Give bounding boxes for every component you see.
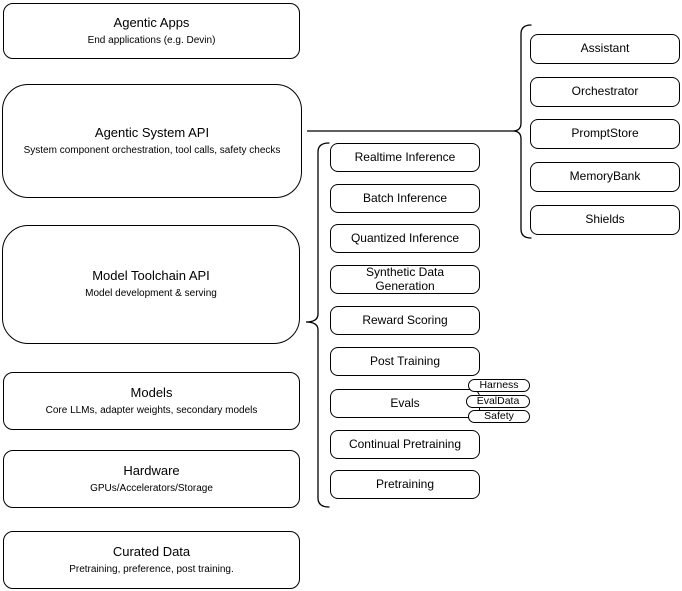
layer-title: Agentic Apps: [113, 14, 190, 30]
toolchain-node-evals: Evals: [330, 389, 480, 418]
layer-model-toolchain-api: Model Toolchain API Model development & …: [2, 225, 300, 344]
layer-subtitle: Model development & serving: [85, 288, 217, 300]
layer-subtitle: Pretraining, preference, post training.: [69, 563, 234, 575]
toolchain-node-quantized-inference: Quantized Inference: [330, 224, 480, 253]
eval-tag-harness: Harness: [468, 379, 530, 392]
layer-subtitle: End applications (e.g. Devin): [87, 34, 216, 46]
eval-tag-evaldata: EvalData: [466, 395, 530, 408]
layer-title: Model Toolchain API: [92, 268, 210, 284]
layer-title: Agentic System API: [94, 124, 210, 140]
layer-subtitle: GPUs/Accelerators/Storage: [90, 482, 213, 494]
toolchain-node-synthetic-data-generation: Synthetic Data Generation: [330, 265, 480, 294]
component-promptstore: PromptStore: [530, 119, 680, 149]
component-memorybank: MemoryBank: [530, 162, 680, 192]
components-brace-icon: [512, 24, 532, 239]
toolchain-brace-icon: [305, 142, 330, 508]
toolchain-node-realtime-inference: Realtime Inference: [330, 143, 480, 172]
component-orchestrator: Orchestrator: [530, 77, 680, 107]
layer-title: Models: [130, 384, 173, 400]
component-assistant: Assistant: [530, 34, 680, 64]
layer-agentic-apps: Agentic Apps End applications (e.g. Devi…: [3, 3, 300, 59]
toolchain-node-continual-pretraining: Continual Pretraining: [330, 430, 480, 459]
component-shields: Shields: [530, 205, 680, 235]
layer-subtitle: Core LLMs, adapter weights, secondary mo…: [45, 404, 258, 416]
toolchain-node-pretraining: Pretraining: [330, 470, 480, 499]
layer-curated-data: Curated Data Pretraining, preference, po…: [3, 531, 300, 589]
toolchain-node-reward-scoring: Reward Scoring: [330, 306, 480, 335]
layer-models: Models Core LLMs, adapter weights, secon…: [3, 372, 300, 430]
layer-agentic-system-api: Agentic System API System component orch…: [2, 84, 302, 198]
eval-tag-safety: Safety: [468, 410, 530, 423]
layer-title: Hardware: [123, 462, 180, 478]
toolchain-node-batch-inference: Batch Inference: [330, 184, 480, 213]
layer-hardware: Hardware GPUs/Accelerators/Storage: [3, 450, 300, 508]
toolchain-node-post-training: Post Training: [330, 347, 480, 376]
layer-subtitle: System component orchestration, tool cal…: [23, 144, 281, 156]
layer-title: Curated Data: [112, 543, 191, 559]
